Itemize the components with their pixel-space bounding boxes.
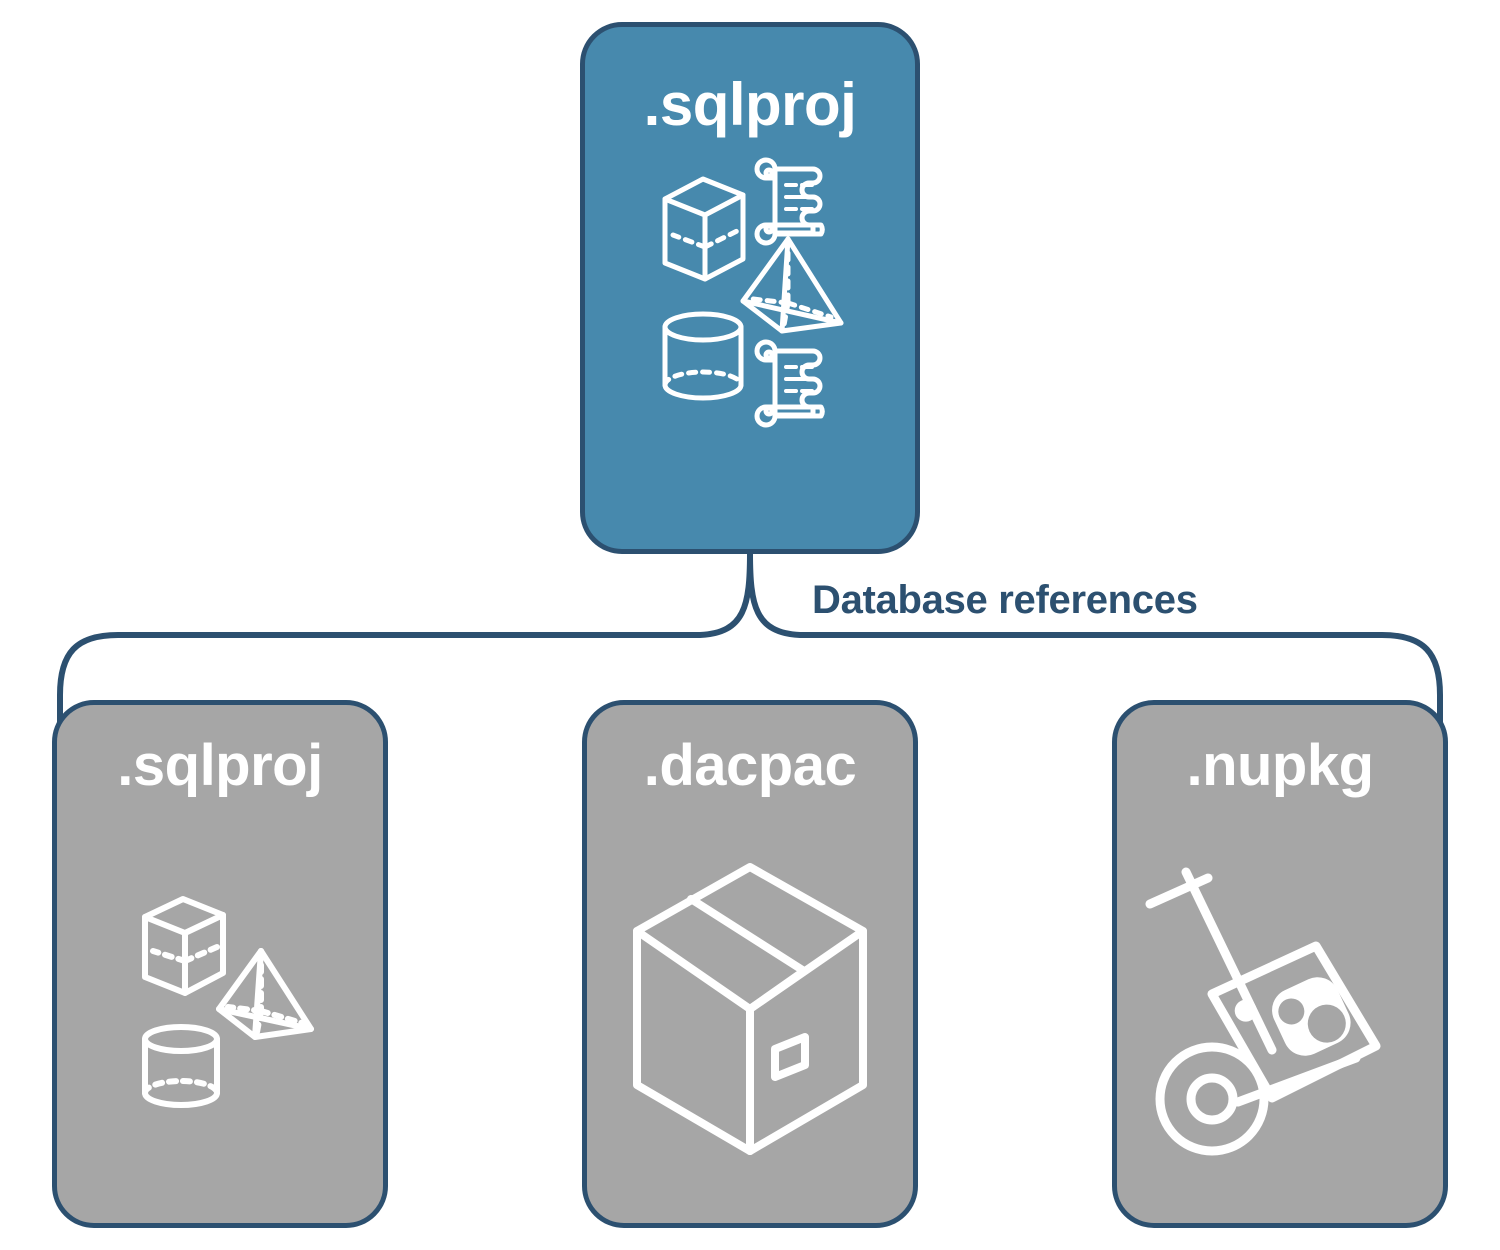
scroll-icon-bottom [754,339,825,428]
root-node-icon-group [645,151,855,428]
hand-truck-with-nuget-package-icon [1145,867,1381,1156]
bracket-label: Database references [812,578,1198,622]
scroll-icon-top [754,157,825,246]
package-box-icon [633,863,867,1155]
cylinder-wireframe-icon [142,1024,220,1108]
cube-wireframe-icon [142,896,226,996]
sqlproj-shapes-svg [142,896,314,1108]
child-1-icon-group [587,795,913,1223]
node-dacpac-reference[interactable]: .dacpac [582,700,918,1228]
database-references-bracket [57,550,1443,726]
root-node-label: .sqlproj [643,71,857,138]
child-node-label: .nupkg [1186,733,1374,798]
cube-wireframe-icon [662,176,746,282]
child-node-label: .sqlproj [117,733,323,798]
hand-truck-svg [1145,867,1381,1156]
root-icons-svg [662,157,844,428]
child-0-icon-group [57,795,383,1223]
child-node-label: .dacpac [643,733,857,798]
node-sqlproj-root[interactable]: .sqlproj [580,22,920,554]
node-sqlproj-reference[interactable]: .sqlproj [52,700,388,1228]
pyramid-wireframe-icon [740,236,844,334]
cylinder-wireframe-icon [662,311,744,401]
pyramid-wireframe-icon [216,948,314,1040]
package-box-svg [633,863,867,1155]
node-nupkg-reference[interactable]: .nupkg [1112,700,1448,1228]
child-2-icon-group [1117,795,1443,1223]
